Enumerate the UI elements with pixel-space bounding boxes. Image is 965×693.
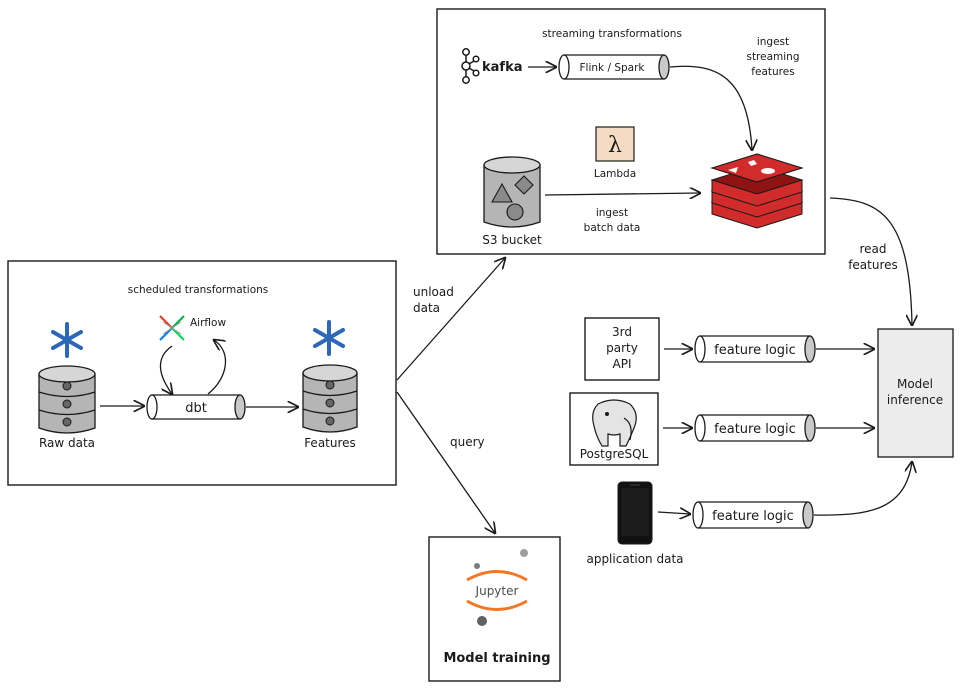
feature-logic-label: feature logic (714, 422, 796, 437)
dbt-label: dbt (185, 401, 207, 416)
streaming-transformations-title: streaming transformations (542, 28, 682, 40)
read-features-label: read features (848, 242, 898, 272)
svg-text:ingest: ingest (596, 207, 628, 219)
unload-data-label: unload data (413, 285, 454, 315)
feature-logic-node: feature logic (692, 501, 814, 529)
model-inference-node: Model inference (877, 328, 954, 458)
feature-logic-node: feature logic (694, 335, 816, 363)
raw-data-node: Raw data (38, 365, 96, 450)
s3-bucket-node: S3 bucket (482, 156, 542, 247)
feature-logic-node: feature logic (694, 414, 816, 442)
kafka-label: kafka (482, 60, 523, 75)
jupyter-logo-icon: Jupyter (466, 549, 528, 626)
svg-text:read: read (859, 242, 886, 256)
airflow-to-dbt-edge (159, 345, 172, 394)
application-data-label: application data (586, 552, 683, 566)
lambda-node: λ Lambda (594, 126, 636, 180)
read-features-edge (829, 197, 912, 325)
flink-spark-label: Flink / Spark (580, 62, 646, 74)
airflow-label: Airflow (190, 317, 226, 329)
query-edge (396, 391, 495, 533)
svg-text:features: features (848, 258, 898, 272)
query-label: query (450, 435, 485, 449)
svg-text:inference: inference (887, 393, 943, 407)
app-to-feature-logic-edge (657, 512, 690, 514)
svg-text:party: party (606, 341, 638, 355)
svg-text:λ: λ (608, 133, 622, 158)
ingest-batch-label: ingest batch data (584, 207, 641, 234)
model-training-label: Model training (443, 651, 550, 666)
svg-text:3rd: 3rd (612, 325, 632, 339)
features-label: Features (304, 436, 356, 450)
svg-text:features: features (751, 66, 794, 78)
kafka-icon (461, 48, 480, 84)
scheduled-transformations-title: scheduled transformations (128, 284, 269, 296)
raw-data-label: Raw data (39, 436, 95, 450)
application-data-node: application data (586, 481, 684, 566)
postgresql-label: PostgreSQL (580, 447, 649, 461)
airflow-icon (159, 315, 185, 341)
unload-data-edge (396, 258, 505, 381)
ingest-batch-edge (544, 193, 700, 195)
svg-text:Jupyter: Jupyter (475, 584, 519, 598)
smartphone-icon (617, 481, 653, 545)
lambda-icon: λ (595, 126, 635, 162)
feature-logic-to-inference-edge (813, 462, 912, 516)
s3-bucket-label: S3 bucket (482, 233, 542, 247)
postgresql-elephant-icon (592, 399, 637, 447)
svg-text:batch data: batch data (584, 222, 641, 234)
svg-text:data: data (413, 301, 440, 315)
svg-text:API: API (613, 357, 632, 371)
svg-text:unload: unload (413, 285, 454, 299)
feature-logic-label: feature logic (712, 509, 794, 524)
dbt-node: dbt (146, 394, 246, 420)
airflow-node: Airflow (159, 315, 226, 341)
model-training-node: Jupyter Model training (428, 536, 561, 682)
lambda-label: Lambda (594, 168, 636, 180)
svg-text:Model: Model (897, 377, 933, 391)
snowflake-icon (51, 322, 83, 358)
dbt-to-airflow-edge (207, 340, 227, 395)
redis-icon (710, 153, 804, 229)
ingest-streaming-label: ingest streaming features (746, 36, 799, 78)
flink-spark-node: Flink / Spark (558, 54, 670, 80)
svg-text:ingest: ingest (757, 36, 789, 48)
snowflake-icon (313, 320, 345, 356)
ingest-streaming-edge (669, 65, 752, 150)
postgresql-node: PostgreSQL (569, 392, 659, 466)
third-party-api-node: 3rd party API (584, 317, 660, 381)
kafka-node: kafka (461, 48, 523, 84)
features-node: Features (302, 364, 358, 450)
svg-text:streaming: streaming (746, 51, 799, 63)
feature-logic-label: feature logic (714, 343, 796, 358)
